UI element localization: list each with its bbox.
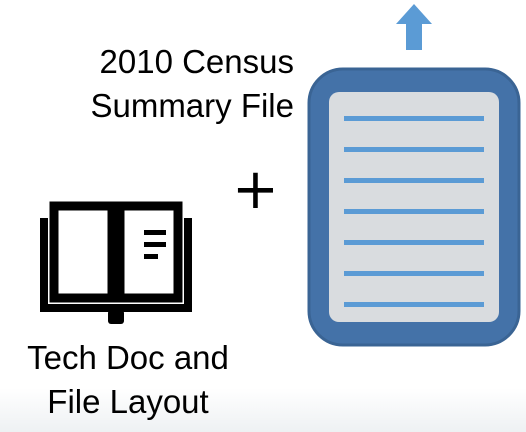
document-line bbox=[344, 209, 484, 214]
census-summary-label: 2010 Census Summary File bbox=[90, 40, 294, 128]
techdoc-label-line-1: Tech Doc and bbox=[27, 339, 229, 376]
document-line bbox=[344, 116, 484, 121]
book-right-page bbox=[115, 201, 183, 303]
book-text-line-3 bbox=[144, 254, 158, 259]
book-text-line-1 bbox=[144, 230, 166, 235]
techdoc-label: Tech Doc and File Layout bbox=[8, 336, 248, 424]
book-left-page bbox=[49, 201, 117, 303]
document-line bbox=[344, 271, 484, 276]
book-text-line-2 bbox=[144, 242, 166, 247]
document-page bbox=[329, 92, 499, 322]
document-line bbox=[344, 178, 484, 183]
book-base bbox=[40, 304, 192, 312]
document-line bbox=[344, 302, 484, 307]
arrow-up-shape bbox=[396, 4, 432, 50]
document-lines bbox=[344, 116, 484, 307]
document-icon bbox=[307, 67, 521, 347]
plus-sign: + bbox=[232, 157, 279, 222]
arrow-up-icon bbox=[396, 4, 432, 50]
document-line bbox=[344, 240, 484, 245]
techdoc-label-line-2: File Layout bbox=[47, 383, 209, 420]
census-label-line-1: 2010 Census bbox=[99, 43, 294, 80]
book-bookmark-tab bbox=[108, 310, 124, 324]
book-left-spine bbox=[40, 218, 48, 308]
document-line bbox=[344, 147, 484, 152]
bottom-shading bbox=[0, 388, 526, 432]
book-right-spine bbox=[184, 218, 192, 308]
census-label-line-2: Summary File bbox=[90, 87, 294, 124]
book-icon bbox=[40, 201, 192, 324]
